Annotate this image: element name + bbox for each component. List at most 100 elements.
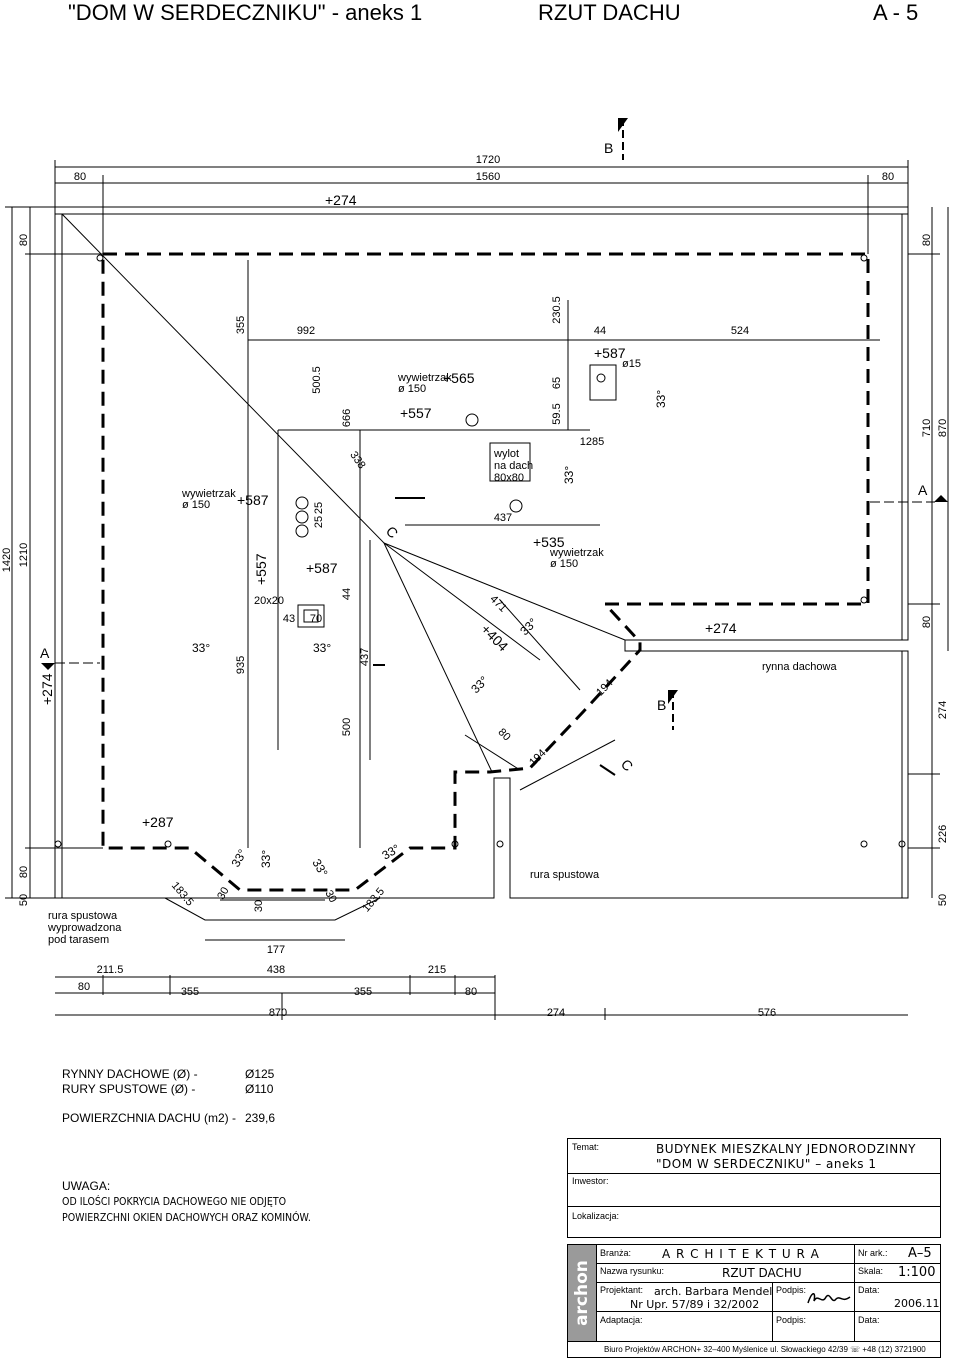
- dim-left-inner: 1210: [18, 543, 30, 567]
- dim-935: 935: [235, 656, 247, 674]
- dim-right-80a: 80: [921, 234, 933, 246]
- section-marker-b-top: B: [604, 140, 613, 156]
- vent-label: wywietrzak: [181, 488, 236, 500]
- dim-44b: 44: [341, 588, 353, 600]
- dim-355-bottom-b: 355: [354, 986, 372, 998]
- logo-text: archon: [572, 1260, 592, 1326]
- dim-top-right: 80: [882, 171, 894, 183]
- drawing-name-value: RZUT DACHU: [722, 1266, 802, 1280]
- dim-437b: 437: [359, 648, 371, 666]
- title-block-header: Temat: BUDYNEK MIESZKALNY JEDNORODZINNY …: [567, 1138, 941, 1238]
- dim-right-50: 50: [937, 894, 949, 906]
- dim-left-bottom: 80: [18, 866, 30, 878]
- sheet-title: RZUT DACHU: [538, 0, 681, 25]
- dim-215: 215: [428, 964, 446, 976]
- section-marker-a-left: A: [40, 645, 50, 661]
- level-404: +404: [478, 621, 512, 655]
- outlet-label: wylot: [493, 448, 519, 460]
- level-557a: +557: [253, 553, 269, 585]
- downpipe-note: wyprowadzona: [47, 922, 122, 934]
- dim-500-5: 500.5: [311, 366, 323, 394]
- level-right-274: +274: [705, 620, 737, 636]
- dim-top-left: 80: [74, 171, 86, 183]
- dim-666: 666: [341, 409, 353, 427]
- level-587b: +587: [306, 560, 338, 576]
- roof-area-label: POWIERZCHNIA DACHU (m2) -: [62, 1111, 236, 1125]
- pitch-label: 33°: [313, 641, 331, 655]
- dim-right-80b: 80: [921, 616, 933, 628]
- pitch-label: 33°: [562, 466, 576, 484]
- dim-59-5: 59.5: [551, 403, 563, 424]
- diameter-label: ø15: [622, 358, 641, 370]
- date2-label: Data:: [858, 1315, 880, 1325]
- pitch-label: 33°: [259, 850, 273, 868]
- level-287: +287: [142, 814, 174, 830]
- pitch-label: 33°: [380, 841, 403, 862]
- dim-left-bottom2: 50: [18, 894, 30, 906]
- dim-30b: 30: [253, 900, 265, 912]
- dim-left-total: 1420: [1, 548, 13, 572]
- pitch-label: 33°: [228, 847, 249, 870]
- dim-576-bottom: 576: [758, 1007, 776, 1019]
- warning-title: UWAGA:: [62, 1179, 111, 1193]
- section-marker-b-middle: B: [657, 697, 666, 713]
- dim-177: 177: [267, 944, 285, 956]
- archon-logo: archon: [568, 1245, 596, 1341]
- warning-line-2: POWIERZCHNI OKIEN DACHOWYCH ORAZ KOMINÓW…: [62, 1211, 311, 1224]
- location-label: Lokalizacja:: [572, 1211, 620, 1221]
- dim-30c: 30: [322, 888, 339, 905]
- sheet-number: A - 5: [873, 0, 919, 25]
- dim-183-5a: 183.5: [169, 880, 196, 909]
- subject-label: Temat:: [572, 1142, 600, 1152]
- dim-44a: 44: [594, 325, 606, 337]
- section-marker-c-top: C: [383, 523, 401, 541]
- downpipe-note: pod tarasem: [48, 934, 109, 946]
- dim-992: 992: [297, 325, 315, 337]
- downpipes-label: RURY SPUSTOWE (Ø) -: [62, 1082, 196, 1096]
- dim-870-bottom: 870: [269, 1007, 287, 1019]
- section-marker-a-right: A: [918, 482, 928, 498]
- dim-right-710: 710: [921, 419, 933, 437]
- investor-label: Inwestor:: [572, 1176, 609, 1186]
- dim-top-total: 1720: [476, 154, 500, 166]
- dim-438: 438: [267, 964, 285, 976]
- gutters-value: Ø125: [245, 1067, 275, 1081]
- pitch-label: 33°: [654, 390, 668, 408]
- dim-211-5: 211.5: [97, 964, 124, 976]
- dim-230-5: 230.5: [551, 296, 563, 324]
- pitch-label: 33°: [517, 615, 540, 638]
- dim-65: 65: [551, 377, 563, 389]
- pitch-label: 33°: [468, 673, 491, 696]
- branch-value: A R C H I T E K T U R A: [662, 1247, 820, 1261]
- outlet-label: na dach: [494, 460, 533, 472]
- signature2-label: Podpis:: [776, 1315, 807, 1325]
- office-footer: Biuro Projektów ARCHON+ 32–400 Myślenice…: [604, 1345, 926, 1354]
- dim-80-bottom-a: 80: [78, 981, 90, 993]
- dim-437a: 437: [494, 512, 512, 524]
- vent-diameter: ø 150: [182, 499, 210, 511]
- drawing-name-label: Nazwa rysunku:: [600, 1266, 665, 1276]
- dim-355: 355: [235, 316, 247, 334]
- level-565: +565: [443, 370, 475, 386]
- date-label: Data:: [858, 1285, 880, 1295]
- size-label: 20x20: [254, 595, 284, 607]
- dim-183-5b: 183.5: [360, 886, 387, 915]
- wall-outline-dashed: [101, 252, 870, 892]
- level-587c: +587: [594, 345, 626, 361]
- scale-label: Skala:: [858, 1266, 884, 1276]
- sheet-no-label: Nr ark.:: [858, 1248, 888, 1258]
- vent-label: wywietrzak: [549, 547, 604, 559]
- dim-338: 338: [347, 449, 367, 471]
- dim-right-870: 870: [937, 419, 949, 437]
- level-557b: +557: [400, 405, 432, 421]
- dim-right-274: 274: [937, 701, 949, 719]
- level-top-274: +274: [325, 192, 357, 208]
- downpipes-value: Ø110: [245, 1082, 274, 1096]
- dim-524: 524: [731, 325, 749, 337]
- dim-25b: 25: [313, 516, 325, 528]
- roof-area-value: 239,6: [245, 1111, 276, 1125]
- sheet-no-value: A–5: [908, 1246, 932, 1261]
- dim-1285: 1285: [580, 436, 604, 448]
- project-title: "DOM W SERDECZNIKU" - aneks 1: [68, 0, 423, 25]
- gutters-label: RYNNY DACHOWE (Ø) -: [62, 1067, 198, 1081]
